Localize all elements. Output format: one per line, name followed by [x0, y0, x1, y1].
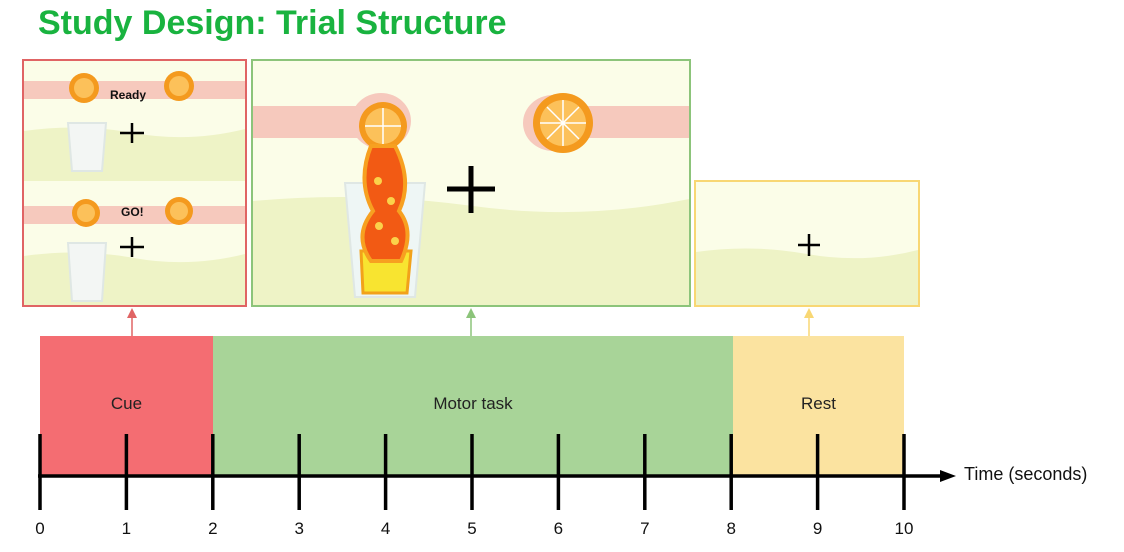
tick-label: 10: [894, 519, 914, 538]
fixation-cross: [447, 166, 495, 213]
tick-label: 7: [640, 519, 650, 538]
page-title: Study Design: Trial Structure: [38, 4, 507, 42]
motor-task-panel: [251, 59, 691, 307]
tick-label: 4: [380, 519, 391, 538]
tick-label: 1: [121, 519, 132, 538]
cue-panel: Ready GO!: [22, 59, 247, 307]
phase-label-motor-task: Motor task: [433, 394, 513, 413]
tick-label: 0: [35, 519, 45, 538]
juice-splash: [360, 144, 410, 263]
motor-task-illustration: [253, 93, 689, 305]
time-axis-arrow: [940, 470, 956, 482]
cue-illustration: Ready GO!: [24, 71, 245, 305]
rest-illustration: [696, 234, 918, 305]
timeline: [38, 308, 956, 510]
phase-band-rest: Rest: [733, 336, 904, 476]
ready-frame: [24, 71, 245, 172]
connector-cue: [127, 308, 137, 336]
fixation-cross: [798, 234, 820, 256]
connector-motor: [466, 308, 476, 336]
tick-label: 5: [467, 519, 477, 538]
tick-marks: [38, 434, 906, 510]
connector-rest: [804, 308, 814, 336]
axis-label: Time (seconds): [964, 464, 1088, 484]
rest-panel: [694, 180, 920, 307]
phase-label-cue: Cue: [110, 394, 143, 413]
tick-label: 2: [208, 519, 218, 538]
go-frame: [24, 197, 245, 302]
tick-label: 6: [553, 519, 564, 538]
tick-label: 8: [726, 519, 736, 538]
tick-label: 9: [812, 519, 823, 538]
ready-text: Ready: [110, 88, 146, 102]
tick-label: 3: [294, 519, 304, 538]
orange-slice-right: [533, 93, 593, 153]
orange-slice-left: [359, 102, 407, 150]
phase-label-rest: Rest: [801, 394, 836, 413]
go-text: GO!: [121, 205, 144, 219]
